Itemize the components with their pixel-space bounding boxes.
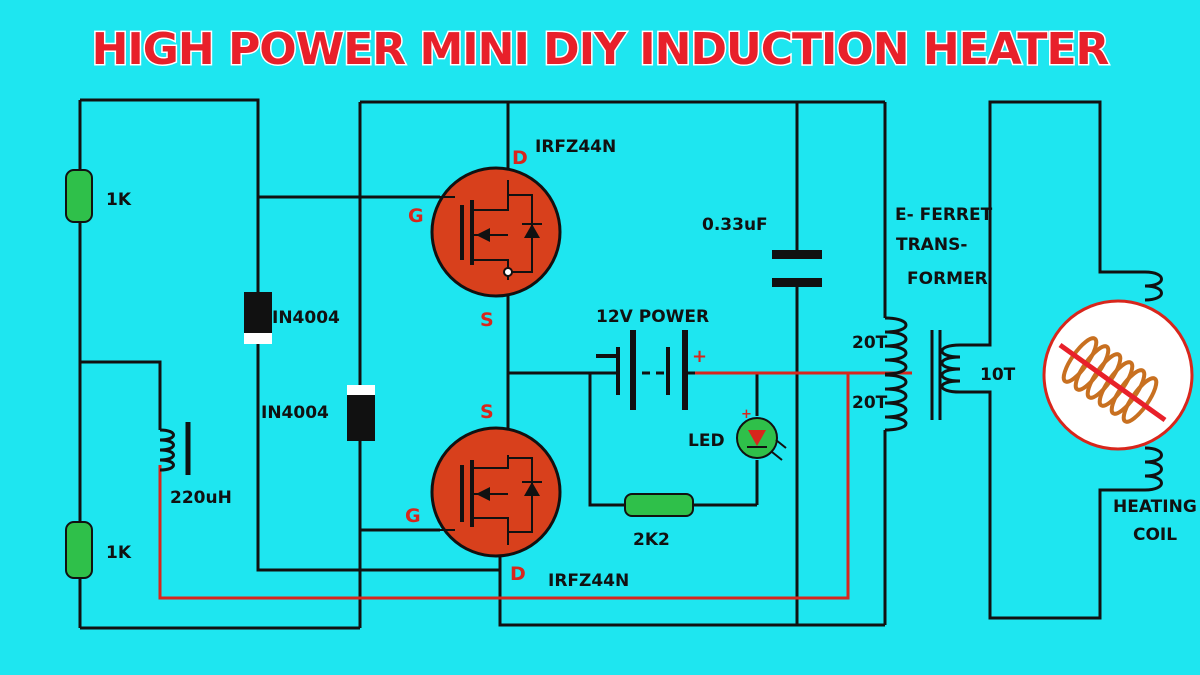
primary-turns-top: 20T [852,333,888,353]
mosfet-q1 [430,166,562,298]
resistor-2k2 [624,493,694,517]
transformer-label-line1: E- FERRET [895,205,993,225]
led-indicator [736,417,787,461]
mosfet-q2 [430,426,562,558]
mosfet-q1-source-label: S [480,309,494,331]
resistor-1k-bottom [65,521,93,579]
resistor-1k-bottom-label: 1K [106,543,132,563]
ferrite-transformer [884,316,961,432]
heating-coil-label-line1: HEATING [1113,497,1197,517]
mosfet-q2-source-label: S [480,401,494,423]
diode-2-label: IN4004 [261,403,329,423]
page-title: HIGH POWER MINI DIY INDUCTION HEATER [92,24,1109,75]
mosfet-q2-gate-label: G [405,505,421,527]
mosfet-q1-drain-label: D [512,147,528,169]
secondary-turns: 10T [980,365,1016,385]
mosfet-q2-drain-label: D [510,563,526,585]
inductor-220uh [159,422,191,475]
resistor-2k2-label: 2K2 [633,530,670,550]
transformer-label-line3: FORMER [907,269,988,289]
battery-12v [596,330,695,410]
resistor-1k-top-label: 1K [106,190,132,210]
wires [78,98,1145,630]
heating-coil [1042,270,1194,492]
mosfet-q1-gate-label: G [408,205,424,227]
battery-label: 12V POWER [596,307,709,327]
capacitor-033uf [772,250,822,287]
diode-in4004-2 [347,385,375,441]
primary-turns-bottom: 20T [852,393,888,413]
diode-1-label: IN4004 [272,308,340,328]
mosfet-q2-part: IRFZ44N [548,571,629,591]
capacitor-label: 0.33uF [702,215,768,235]
diode-in4004-1 [244,292,272,344]
inductor-label: 220uH [170,488,232,508]
led-label: LED [688,431,725,451]
mosfet-q1-part: IRFZ44N [535,137,616,157]
transformer-label-line2: TRANS- [896,235,967,255]
resistor-1k-top [65,169,93,223]
heating-coil-label-line2: COIL [1133,525,1177,545]
led-plus-label: + [741,407,752,422]
battery-plus-label: + [692,346,707,367]
